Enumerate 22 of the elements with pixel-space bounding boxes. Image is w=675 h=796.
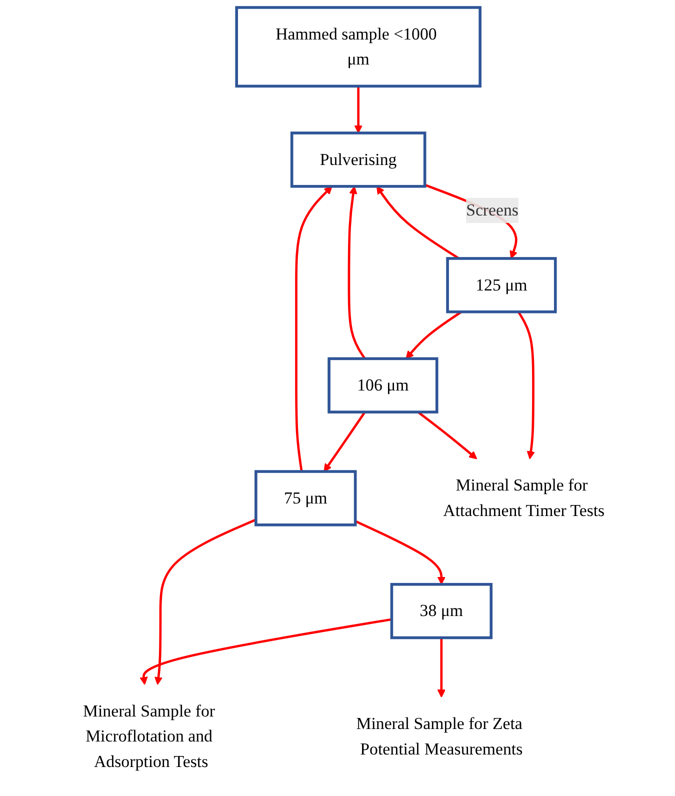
arrow	[376, 186, 460, 260]
arrow	[406, 310, 462, 360]
arrow	[295, 186, 332, 472]
node-box: 125 μm	[446, 257, 557, 314]
node-text: Mineral Sample for Attachment Timer Tests	[443, 476, 605, 520]
arrow	[140, 618, 392, 685]
arrow	[348, 186, 366, 360]
arrow	[437, 638, 446, 698]
edge-label: Screens	[466, 200, 518, 220]
arrow	[354, 86, 362, 134]
node-box: 106 μm	[328, 357, 438, 414]
node-text: Mineral Sample for Zeta Potential Measurements	[356, 714, 523, 758]
arrow	[154, 518, 256, 685]
node-box: Pulverising	[290, 132, 426, 188]
node-text: Mineral Sample for Microflotation and Adsorption Tests	[82, 701, 216, 771]
arrow	[417, 411, 478, 460]
node-box: Hammed sample <1000 μm	[235, 6, 482, 88]
arrow	[517, 311, 535, 460]
arrow	[324, 411, 366, 472]
node-box: 38 μm	[390, 582, 493, 640]
node-box: 75 μm	[254, 470, 357, 526]
arrow	[354, 520, 446, 585]
